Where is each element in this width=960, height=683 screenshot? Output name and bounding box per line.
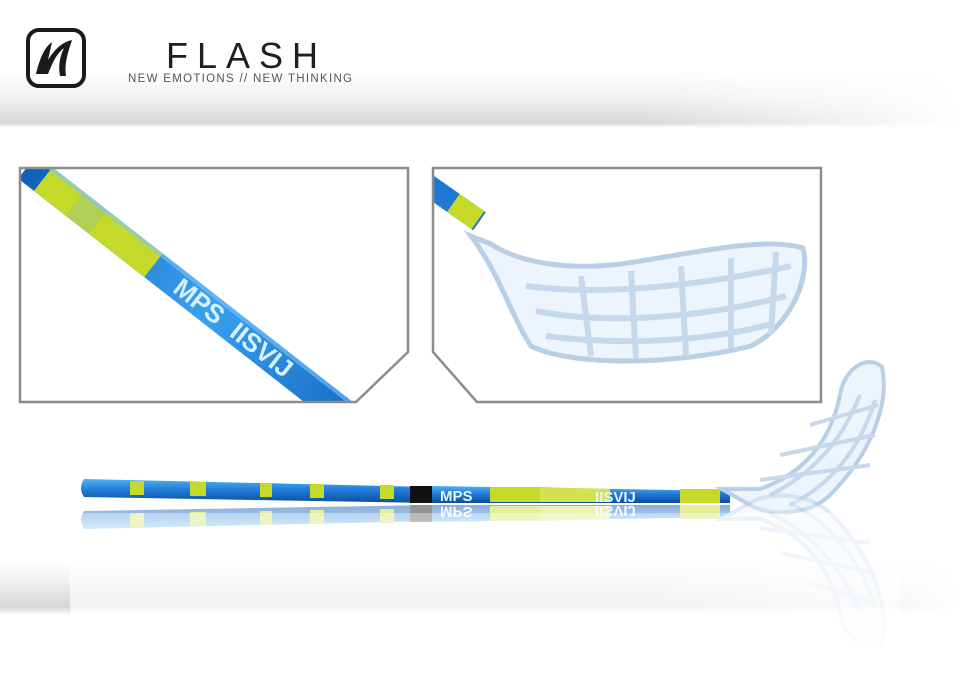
page-title: FLASH [166,35,328,76]
shaft-closeup-image: MPS IISVIJ [18,166,410,404]
mps-m-logo-icon [26,28,86,88]
tagline: NEW EMOTIONS // NEW THINKING [128,73,354,85]
floorball-stick-image: MPS IISVIJ [70,360,900,683]
header-band [0,0,960,128]
blade-closeup-image [431,166,823,404]
